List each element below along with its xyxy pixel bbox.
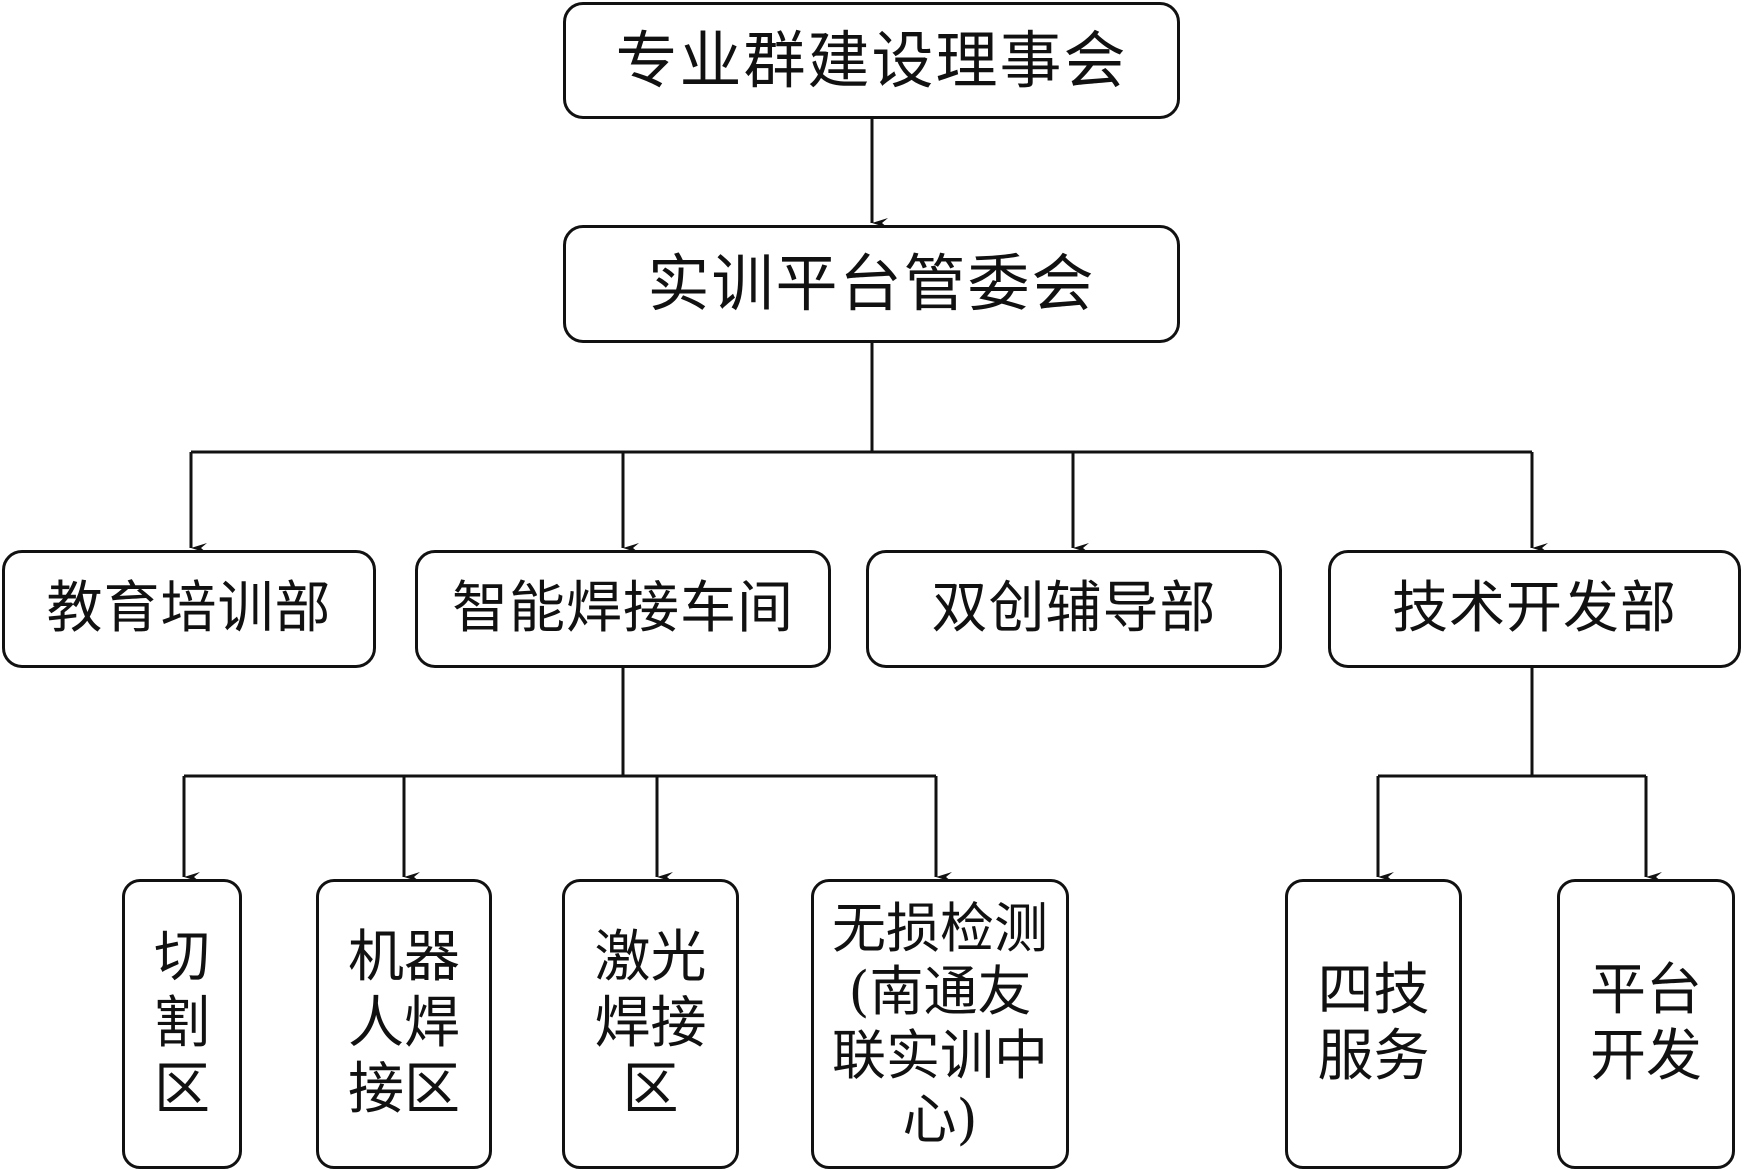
- root-node: 专业群建设理事会: [563, 2, 1180, 119]
- dept-node-innovation: 双创辅导部: [866, 550, 1282, 668]
- area-node-ndt: 无损检测(南通友联实训中心): [811, 879, 1069, 1169]
- area-node-robot-welding: 机器人焊接区: [316, 879, 492, 1169]
- area-node-cutting: 切割区: [122, 879, 242, 1169]
- dept-node-tech-dev: 技术开发部: [1328, 550, 1741, 668]
- dept-node-education: 教育培训部: [2, 550, 376, 668]
- unit-node-four-tech-services: 四技服务: [1285, 879, 1462, 1169]
- area-node-laser-welding: 激光焊接区: [562, 879, 739, 1169]
- unit-node-platform-dev: 平台开发: [1557, 879, 1735, 1169]
- dept-node-welding-workshop: 智能焊接车间: [415, 550, 831, 668]
- committee-node: 实训平台管委会: [563, 225, 1180, 343]
